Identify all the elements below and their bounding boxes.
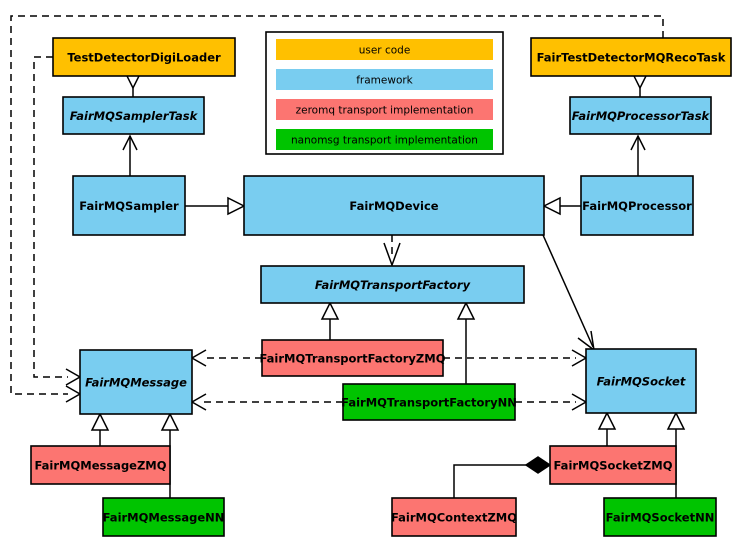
class-box-TestDetectorDigiLoader[interactable] xyxy=(52,37,236,77)
class-node-TestDetectorDigiLoader[interactable]: TestDetectorDigiLoader xyxy=(52,37,236,77)
class-box-FairMQTransportFactoryZMQ[interactable] xyxy=(261,339,444,377)
class-node-FairMQSocketZMQ[interactable]: FairMQSocketZMQ xyxy=(549,445,677,485)
hollow-triangle-messagenn xyxy=(160,412,180,431)
dependency-routing-lines xyxy=(10,15,664,403)
hollow-triangle-socketnn xyxy=(666,411,686,430)
open-arrow-sampler-up xyxy=(122,134,138,151)
class-box-FairMQProcessor[interactable] xyxy=(580,175,694,236)
class-box-FairMQMessageNN[interactable] xyxy=(102,497,225,537)
open-arrow-device-socket xyxy=(577,330,596,352)
class-node-FairMQDevice[interactable]: FairMQDevice xyxy=(243,175,545,236)
legend-item-3: nanomsg transport implementation xyxy=(276,129,493,150)
open-arrow-device-factory xyxy=(383,242,401,268)
class-node-FairMQTransportFactoryNN[interactable]: FairMQTransportFactoryNN xyxy=(341,383,517,421)
class-box-FairMQSamplerTask[interactable] xyxy=(62,96,205,135)
open-arrow-digiloader-message xyxy=(65,368,82,386)
hollow-triangle-sampler-device xyxy=(227,196,246,216)
open-arrow-recotask-message xyxy=(65,385,82,403)
class-node-FairMQSamplerTask[interactable]: FairMQSamplerTask xyxy=(62,96,205,135)
class-node-FairTestDetectorMQRecoTask[interactable]: FairTestDetectorMQRecoTask xyxy=(530,37,732,77)
class-box-FairMQSocket[interactable] xyxy=(585,348,697,414)
legend-item-2: zeromq transport implementation xyxy=(276,99,493,120)
class-node-FairMQProcessorTask[interactable]: FairMQProcessorTask xyxy=(569,96,712,135)
class-box-FairMQDevice[interactable] xyxy=(243,175,545,236)
color-legend: user code framework zeromq transport imple… xyxy=(265,31,504,155)
class-box-FairMQTransportFactoryNN[interactable] xyxy=(342,383,516,421)
class-node-FairMQContextZMQ[interactable]: FairMQContextZMQ xyxy=(391,497,517,537)
class-box-FairMQMessageZMQ[interactable] xyxy=(30,445,171,485)
class-box-FairMQSocketZMQ[interactable] xyxy=(549,445,677,485)
class-node-FairMQSampler[interactable]: FairMQSampler xyxy=(72,175,186,236)
open-arrow-factorynn-message xyxy=(190,393,207,411)
class-box-FairMQProcessorTask[interactable] xyxy=(569,96,712,135)
legend-swatch-2 xyxy=(276,99,493,120)
hollow-triangle-factoryzmq xyxy=(320,301,340,320)
class-node-FairMQMessageNN[interactable]: FairMQMessageNN xyxy=(102,497,225,537)
class-box-FairTestDetectorMQRecoTask[interactable] xyxy=(530,37,732,77)
legend-swatch-1 xyxy=(276,69,493,90)
class-box-FairMQContextZMQ[interactable] xyxy=(391,497,517,537)
legend-item-1: framework xyxy=(276,69,493,90)
dependency-recotask-to-message-path xyxy=(10,15,664,395)
filled-diamond-socketzmq xyxy=(524,456,552,474)
class-node-FairMQTransportFactoryZMQ[interactable]: FairMQTransportFactoryZMQ xyxy=(259,339,446,377)
class-node-FairMQTransportFactory[interactable]: FairMQTransportFactory xyxy=(260,265,525,304)
class-box-FairMQSocketNN[interactable] xyxy=(603,497,717,537)
association-device-to-socket-path xyxy=(542,234,594,348)
open-arrow-factoryzmq-message xyxy=(190,349,207,367)
composition-socketzmq-contextzmq-path xyxy=(453,464,536,498)
open-arrow-processor-up xyxy=(630,134,646,151)
class-node-FairMQSocketNN[interactable]: FairMQSocketNN xyxy=(603,497,717,537)
class-box-FairMQMessage[interactable] xyxy=(79,349,193,415)
legend-swatch-0 xyxy=(276,39,493,60)
hollow-triangle-socketzmq xyxy=(597,411,617,430)
class-box-FairMQTransportFactory[interactable] xyxy=(260,265,525,304)
hollow-triangle-processor-device xyxy=(542,196,561,216)
legend-item-0: user code xyxy=(276,39,493,60)
class-box-FairMQSampler[interactable] xyxy=(72,175,186,236)
hollow-triangle-messagezmq xyxy=(90,412,110,431)
class-node-FairMQMessageZMQ[interactable]: FairMQMessageZMQ xyxy=(30,445,171,485)
arrow-heads xyxy=(65,71,686,474)
legend-swatch-3 xyxy=(276,129,493,150)
class-node-FairMQProcessor[interactable]: FairMQProcessor xyxy=(580,175,694,236)
hollow-triangle-factorynn xyxy=(456,301,476,320)
open-arrow-factoryzmq-socket xyxy=(571,349,588,367)
class-node-FairMQSocket[interactable]: FairMQSocket xyxy=(585,348,697,414)
class-node-FairMQMessage[interactable]: FairMQMessage xyxy=(79,349,193,415)
open-arrow-factorynn-socket xyxy=(571,393,588,411)
